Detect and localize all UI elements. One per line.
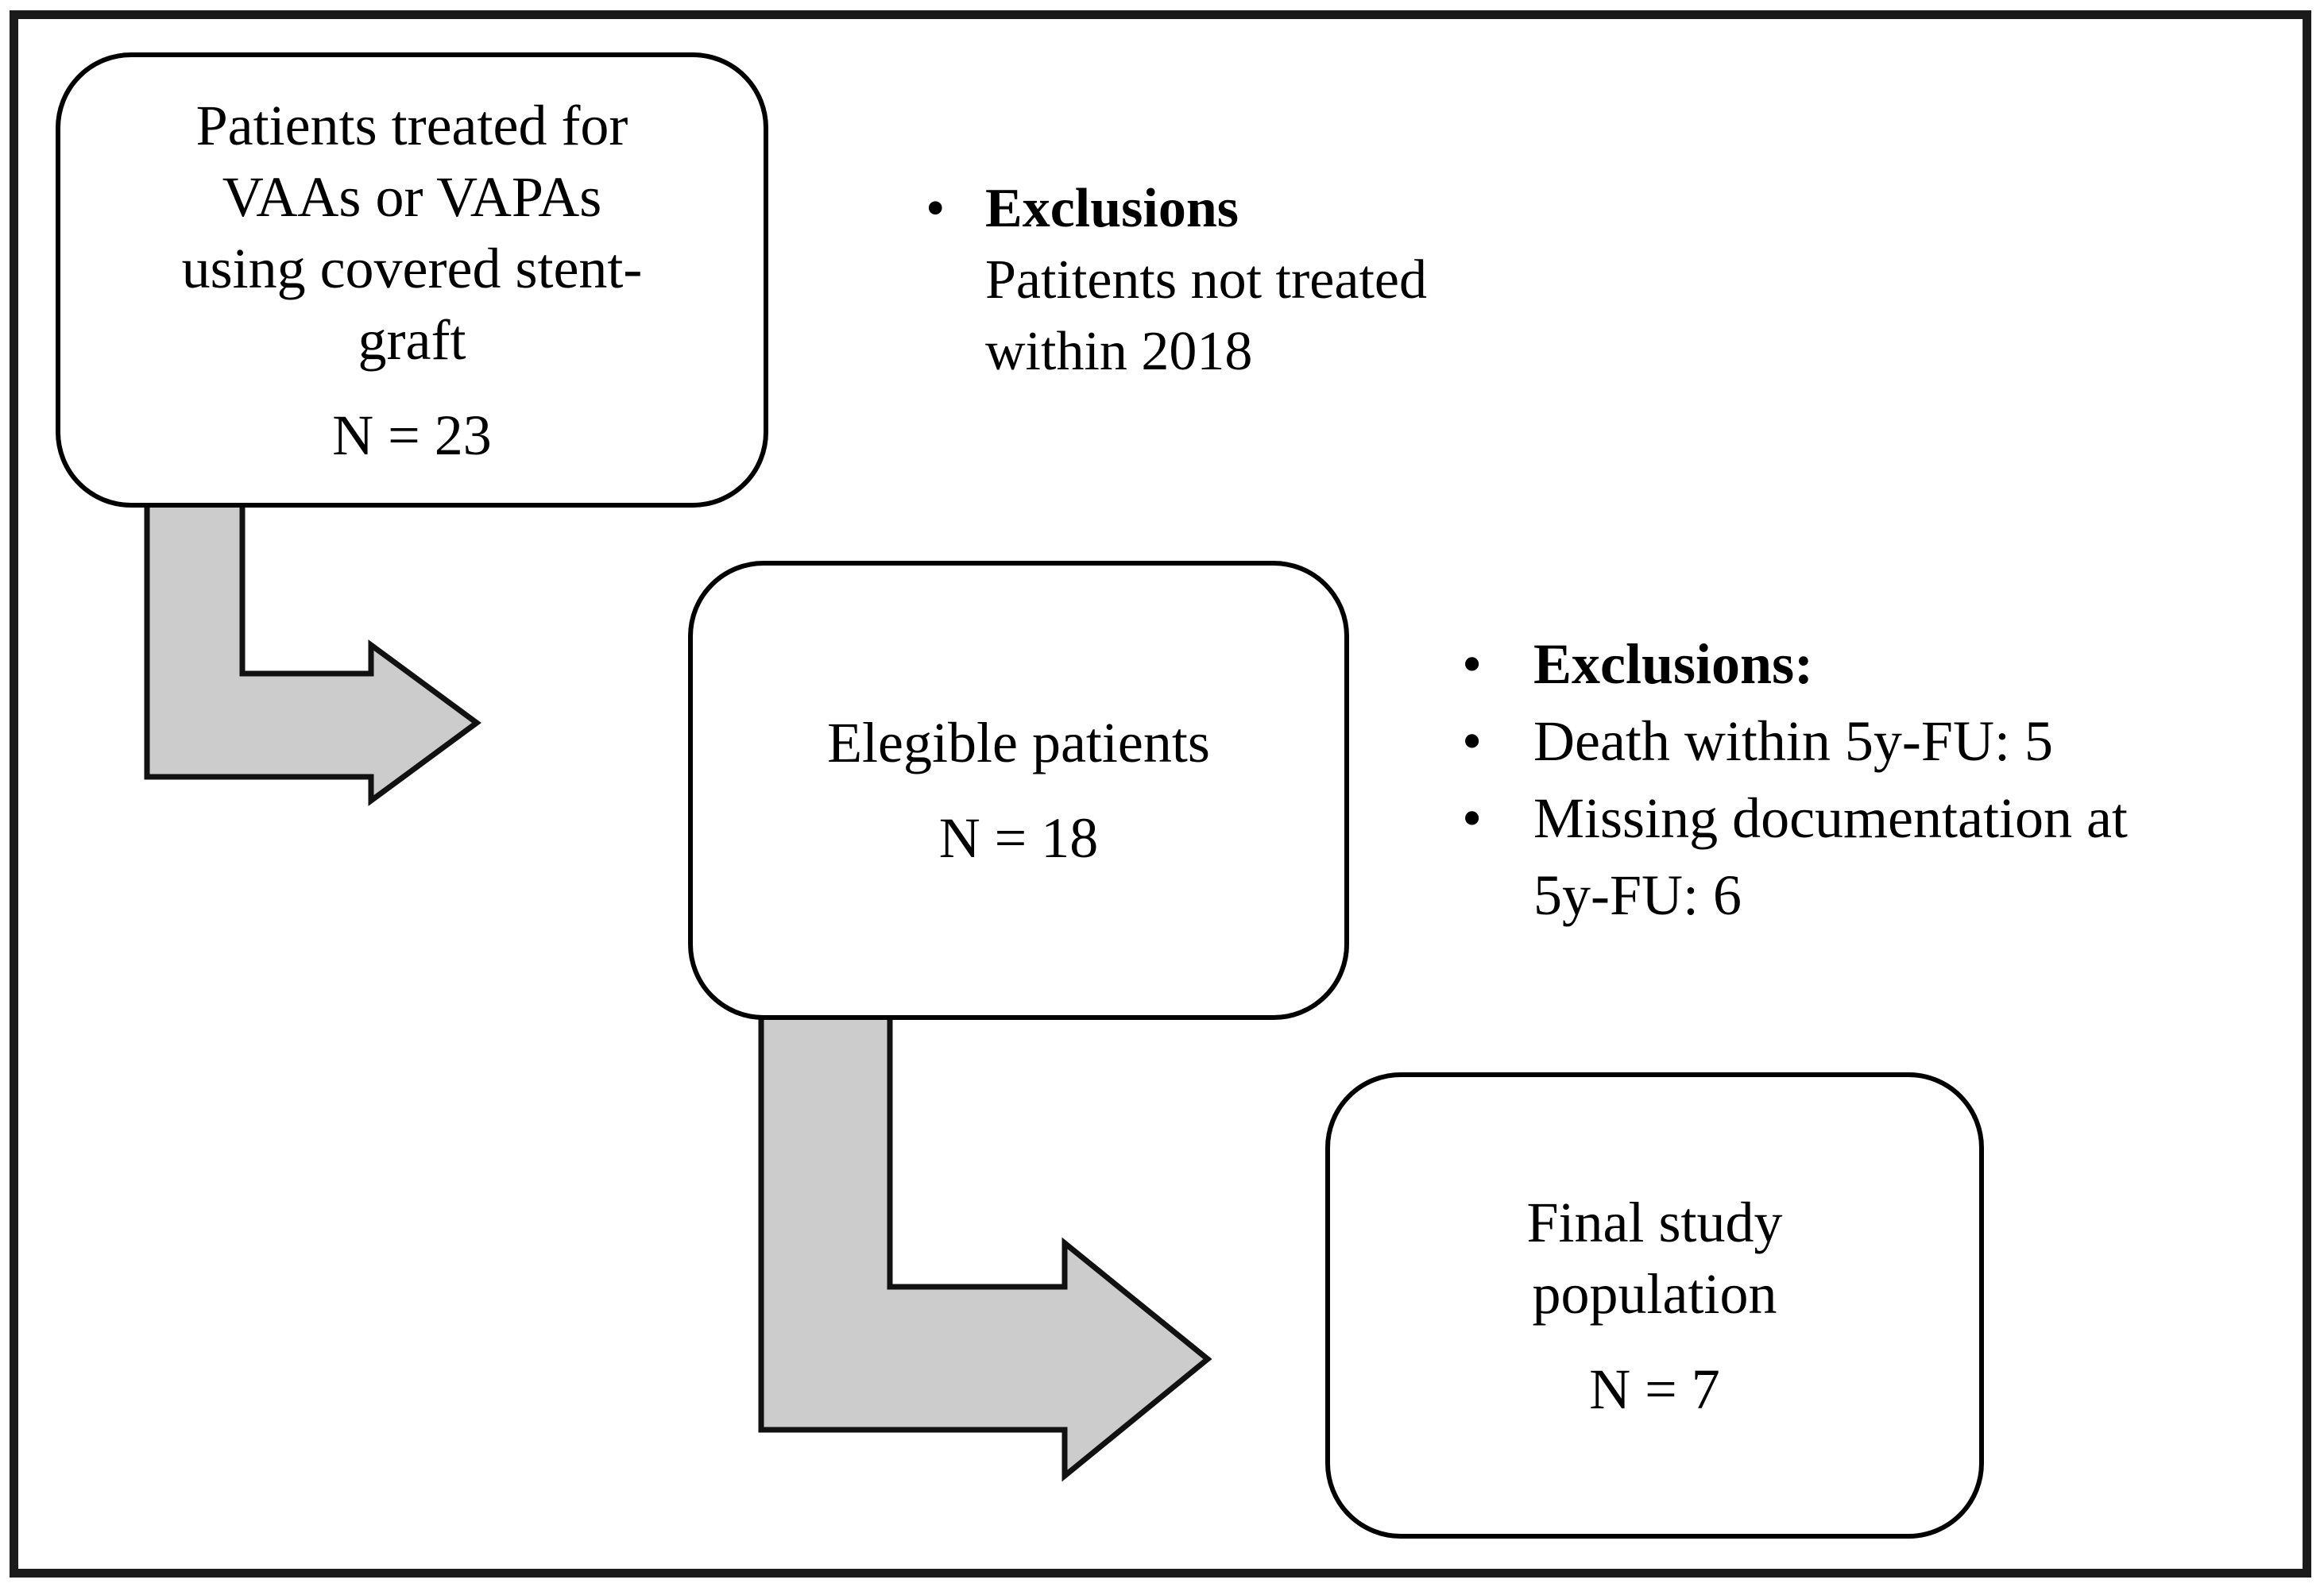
exclusion-item: Patitents not treated <box>985 249 1427 311</box>
exclusion-item: Death within 5y-FU: 5 <box>1533 709 2053 773</box>
exclusions-note-2: • Exclusions: • Death within 5y-FU: 5 • … <box>1462 626 2128 934</box>
note-line: • Exclusions: <box>1462 626 2128 703</box>
box-text-line: Final study <box>1526 1190 1783 1254</box>
arrow-down-right-icon <box>758 994 1212 1482</box>
exclusions-heading: Exclusions <box>985 178 1239 239</box>
exclusions-heading: Exclusions: <box>1533 632 1814 696</box>
exclusion-item-continuation: 5y-FU: 6 <box>1533 863 1742 927</box>
note-line: • Exclusions <box>926 173 1427 245</box>
bullet-icon: • <box>1462 709 1483 773</box>
exclusion-item: within 2018 <box>985 321 1253 382</box>
box-source-population-label: Patients treated for VAAs or VAPAs using… <box>182 90 643 376</box>
box-text-line: Patients treated for <box>195 93 628 157</box>
box-source-population: Patients treated for VAAs or VAPAs using… <box>56 52 768 508</box>
note-line: Patitents not treated <box>926 245 1427 316</box>
box-text-line: Elegible patients <box>827 711 1210 774</box>
exclusions-note-1: • Exclusions Patitents not treated withi… <box>926 173 1427 388</box>
bullet-icon: • <box>1462 786 1483 850</box>
box-eligible-patients: Elegible patients N = 18 <box>688 561 1349 1020</box>
box-text-line: VAAs or VAPAs <box>222 164 602 229</box>
box-eligible-patients-count: N = 18 <box>938 806 1099 870</box>
box-final-study-population-count: N = 7 <box>1589 1357 1720 1421</box>
note-line: • Death within 5y-FU: 5 <box>1462 703 2128 780</box>
note-line: • Missing documentation at <box>1462 780 2128 857</box>
note-line: within 2018 <box>926 316 1427 388</box>
box-final-study-population-label: Final study population <box>1526 1187 1782 1330</box>
box-text-line: graft <box>358 307 466 372</box>
bullet-icon: • <box>926 178 945 239</box>
bullet-icon: • <box>1462 632 1483 696</box>
box-eligible-patients-label: Elegible patients <box>827 707 1210 778</box>
box-final-study-population: Final study population N = 7 <box>1325 1072 1984 1539</box>
box-text-line: using covered stent- <box>181 236 643 300</box>
box-text-line: population <box>1532 1261 1777 1326</box>
note-line: 5y-FU: 6 <box>1462 857 2128 934</box>
box-source-population-count: N = 23 <box>332 403 492 467</box>
arrow-down-right-icon <box>144 473 481 806</box>
figure-border <box>10 10 2311 1578</box>
exclusion-item: Missing documentation at <box>1533 786 2128 850</box>
